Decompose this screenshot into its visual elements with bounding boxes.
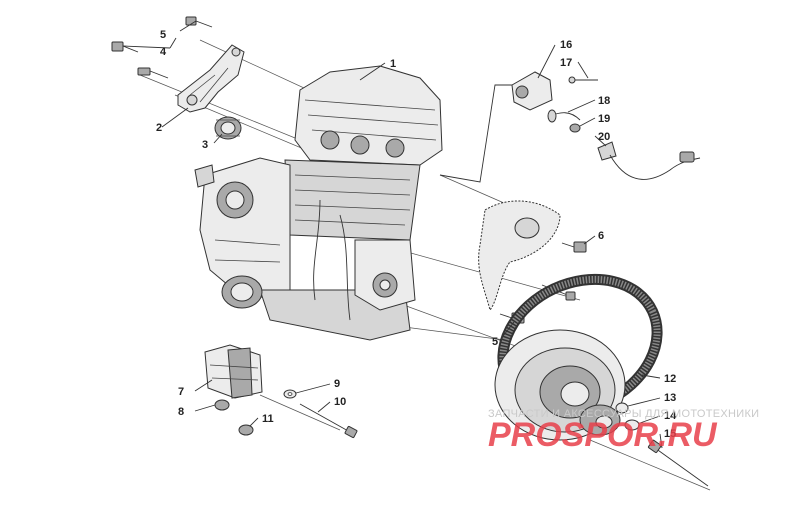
label-10: 10: [334, 396, 346, 408]
label-14: 14: [664, 410, 677, 422]
label-3: 3: [202, 139, 208, 151]
washer-13: [615, 402, 629, 414]
motor-mount: [204, 344, 263, 399]
washer-9: [283, 389, 297, 399]
label-5-lower: 5: [492, 336, 498, 348]
nut-8: [214, 399, 230, 411]
idler-pulley: [214, 116, 242, 140]
drive-clutch: [494, 329, 626, 441]
label-5-top: 5: [160, 29, 166, 41]
label-20: 20: [598, 131, 610, 143]
washer-14: [624, 419, 640, 431]
oil-filter: [221, 275, 263, 309]
bolt-10: [299, 403, 358, 439]
label-16: 16: [560, 39, 572, 51]
bolt-5-top: [111, 41, 139, 53]
label-15: 15: [664, 428, 676, 440]
label-8: 8: [178, 406, 184, 418]
label-11: 11: [262, 413, 274, 425]
nut-11: [238, 424, 254, 436]
label-18: 18: [598, 95, 610, 107]
watermark: ЗАПЧАСТИ И АКСЕССУАРЫ ДЛЯ МОТОТЕХНИКИ PR…: [488, 408, 759, 454]
watermark-caption: ЗАПЧАСТИ И АКСЕССУАРЫ ДЛЯ МОТОТЕХНИКИ: [488, 408, 759, 420]
label-6: 6: [598, 230, 604, 242]
watermark-brand: PROSPOR.RU: [488, 416, 718, 454]
label-9: 9: [334, 378, 340, 390]
timing-chain-guide: [478, 200, 561, 312]
bolt-6: [561, 241, 587, 253]
sensor-assembly: [511, 71, 701, 180]
label-7: 7: [178, 386, 184, 398]
label-17: 17: [560, 57, 572, 69]
bolt-4: [185, 16, 213, 28]
bolt-15: [647, 439, 709, 487]
label-12: 12: [664, 373, 676, 385]
engine-bracket: [177, 44, 245, 113]
label-4: 4: [160, 46, 167, 58]
leader-lines: [122, 20, 663, 449]
label-13: 13: [664, 392, 676, 404]
label-19: 19: [598, 113, 610, 125]
label-1: 1: [390, 58, 396, 70]
stud-bolt: [137, 67, 169, 79]
callout-numbers: 5 4 1 2 3 16 17 18 19 20 6 5 7 8 9 10 11…: [156, 29, 677, 440]
engine-block: [194, 65, 443, 341]
label-2: 2: [156, 122, 162, 134]
